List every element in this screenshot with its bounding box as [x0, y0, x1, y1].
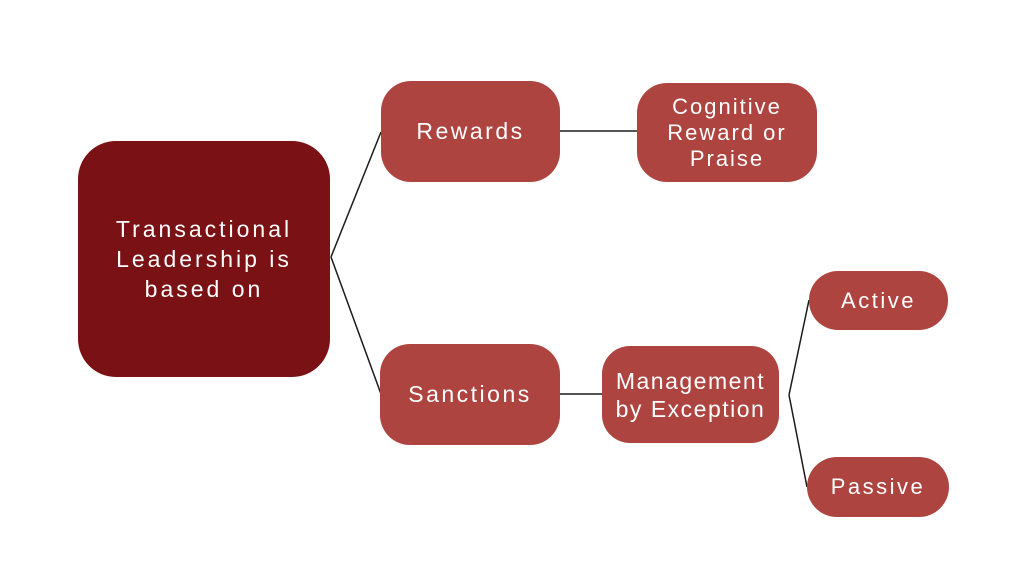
node-transactional-leadership: Transactional Leadership is based on [78, 141, 330, 377]
edge-management-active [788, 299, 810, 396]
node-management-by-exception: Management by Exception [602, 346, 779, 443]
edge-root-rewards [330, 131, 382, 258]
node-sanctions-label: Sanctions [408, 381, 532, 407]
node-passive: Passive [807, 457, 949, 517]
node-rewards-label: Rewards [416, 118, 525, 144]
node-cognitive-reward-or-praise-label: Cognitive Reward or Praise [667, 93, 787, 171]
edge-root-sanctions [330, 256, 382, 395]
node-active-label: Active [841, 287, 916, 313]
node-transactional-leadership-label: Transactional Leadership is based on [115, 216, 293, 302]
node-passive-label: Passive [830, 474, 926, 499]
node-active: Active [809, 271, 948, 330]
node-management-by-exception-label: Management by Exception [615, 367, 766, 422]
node-sanctions: Sanctions [380, 344, 560, 445]
node-rewards: Rewards [381, 81, 560, 182]
node-cognitive-reward-or-praise: Cognitive Reward or Praise [637, 83, 817, 182]
edge-management-passive [788, 394, 808, 488]
